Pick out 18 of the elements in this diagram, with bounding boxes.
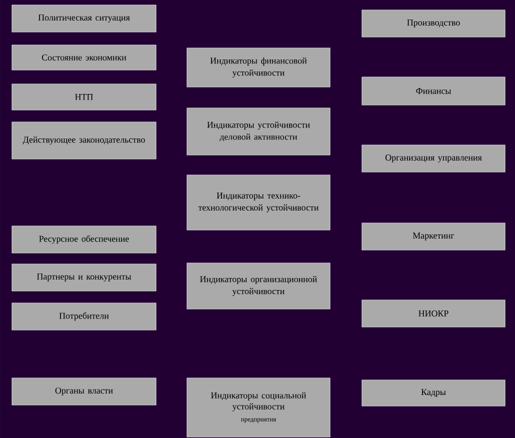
text-box: Маркетинг: [362, 222, 506, 250]
text-box: Организация управления: [362, 144, 506, 172]
text-box: Индикаторы технико-технологической устойчивости: [186, 174, 330, 230]
text-box: НИОКР: [362, 300, 506, 328]
text-box: Индикаторы финансовой устойчивости: [186, 48, 330, 88]
text-box: Финансы: [362, 76, 506, 106]
text-box: Политическая ситуация: [12, 4, 156, 32]
text-box: НТП: [12, 84, 156, 110]
text-box: Кадры: [362, 380, 506, 406]
text-box: Потребители: [12, 302, 156, 330]
text-box: Производство: [362, 10, 506, 38]
text-box: Состояние экономики: [12, 44, 156, 70]
text-box: Партнеры и конкуренты: [12, 264, 156, 292]
text-box: Органы власти: [12, 378, 156, 406]
text-box: Индикаторы организационной устойчивости: [186, 262, 330, 310]
text-box: Индикаторы устойчивости деловой активности: [186, 108, 330, 156]
text-box: Ресурсное обеспечение: [12, 226, 156, 254]
text-box: Действующее законодательство: [12, 122, 156, 160]
